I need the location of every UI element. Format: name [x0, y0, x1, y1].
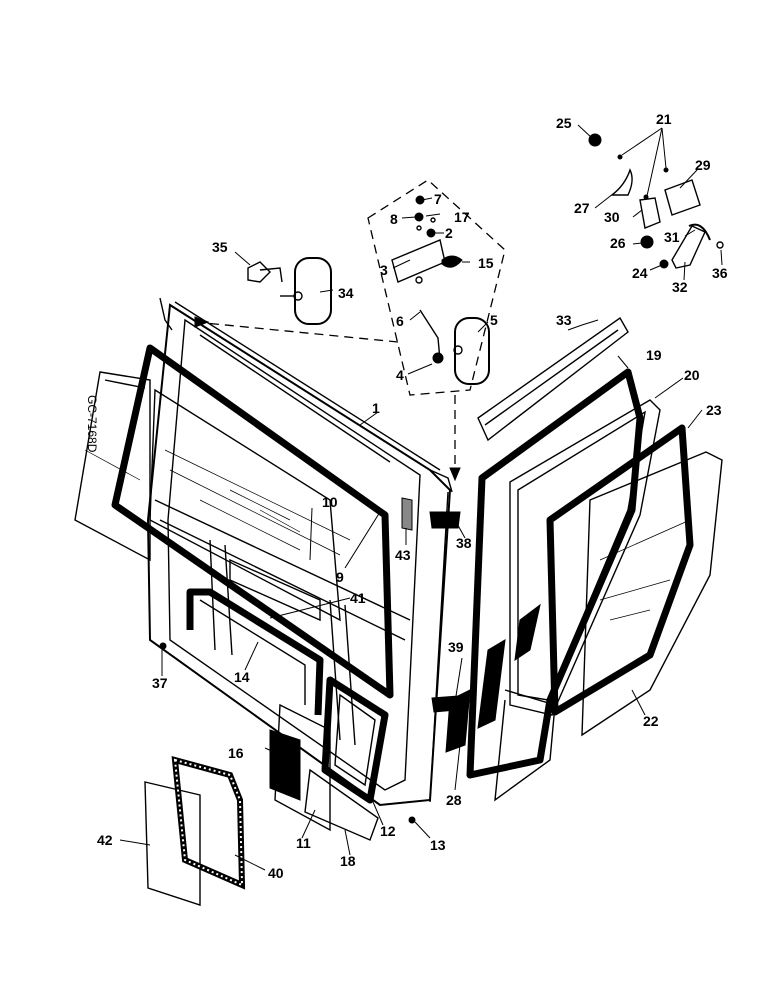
right-mirror	[419, 309, 490, 385]
door-seal	[466, 368, 644, 779]
callout-38: 38	[456, 535, 472, 551]
callout-21: 21	[656, 111, 672, 127]
callout-23: 23	[706, 402, 722, 418]
callout-19: 19	[646, 347, 662, 363]
callout-22: 22	[643, 713, 659, 729]
latch-hardware	[159, 297, 461, 824]
rear-window-seal	[321, 676, 389, 804]
windshield-glass	[149, 388, 341, 622]
callout-8: 8	[390, 211, 398, 227]
callout-33: 33	[556, 312, 572, 328]
quarter-glass	[144, 781, 201, 906]
callout-2: 2	[445, 225, 453, 241]
drawing-code: GC-7168D	[85, 395, 99, 453]
callout-7: 7	[434, 191, 442, 207]
callout-26: 26	[610, 235, 626, 251]
callout-36: 36	[712, 265, 728, 281]
callout-20: 20	[684, 367, 700, 383]
callout-37: 37	[152, 675, 168, 691]
callout-27: 27	[574, 200, 590, 216]
callout-32: 32	[672, 279, 688, 295]
callout-labels: 1 2 3 4 5 6 7 8 9 10 11 12 13 14 15 16 1…	[97, 111, 728, 881]
weather-strip	[477, 316, 629, 442]
callout-4: 4	[396, 367, 404, 383]
callout-10: 10	[322, 494, 338, 510]
callout-42: 42	[97, 832, 113, 848]
callout-5: 5	[490, 312, 498, 328]
callout-18: 18	[340, 853, 356, 869]
side-glass-left	[74, 371, 151, 562]
callout-15: 15	[478, 255, 494, 271]
callout-25: 25	[556, 115, 572, 131]
leader-lines	[119, 124, 723, 871]
callout-41: 41	[350, 590, 366, 606]
detail-box	[367, 179, 506, 396]
callout-11: 11	[296, 835, 311, 851]
callout-3: 3	[380, 262, 388, 278]
bracket-hardware	[391, 195, 463, 284]
callout-17: 17	[454, 209, 470, 225]
callout-35: 35	[212, 239, 228, 255]
callout-1: 1	[372, 400, 380, 416]
door-glass	[581, 451, 723, 737]
lower-seal	[186, 588, 324, 716]
callout-14: 14	[234, 669, 250, 685]
callout-31: 31	[664, 229, 680, 245]
door-latch-parts	[588, 133, 724, 269]
windshield-seal	[111, 344, 394, 699]
callout-28: 28	[446, 792, 462, 808]
callout-24: 24	[632, 265, 648, 281]
lower-panel	[269, 703, 379, 841]
callout-29: 29	[695, 157, 711, 173]
callout-13: 13	[430, 837, 446, 853]
callout-6: 6	[396, 313, 404, 329]
callout-30: 30	[604, 209, 620, 225]
callout-40: 40	[268, 865, 284, 881]
callout-34: 34	[338, 285, 354, 301]
callout-39: 39	[448, 639, 464, 655]
callout-9: 9	[336, 569, 344, 585]
door-glass-seal	[546, 424, 694, 716]
cab-front-frame	[146, 301, 453, 807]
callout-43: 43	[395, 547, 411, 563]
callout-16: 16	[228, 745, 244, 761]
callout-12: 12	[380, 823, 396, 839]
left-mirror	[247, 257, 332, 325]
